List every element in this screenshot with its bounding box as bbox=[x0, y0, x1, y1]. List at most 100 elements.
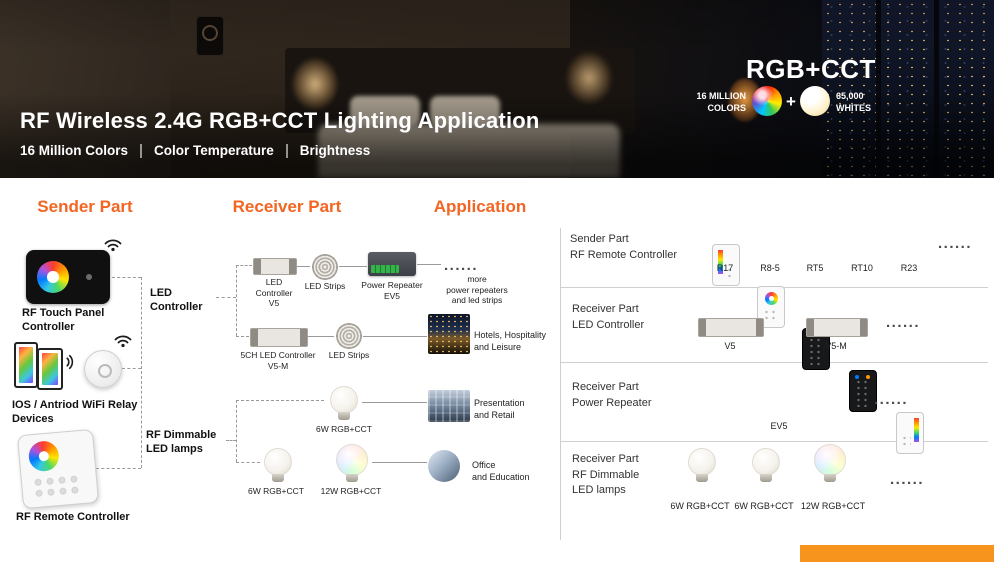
panel-bulb-6w-label: 6W RGB+CCT bbox=[670, 501, 730, 511]
connector-line bbox=[216, 297, 236, 298]
connector-line bbox=[112, 277, 141, 278]
controller-v5m-label: V5-M bbox=[825, 341, 847, 351]
hero-shade-overlay bbox=[0, 0, 994, 178]
ellipsis-dots: ...... bbox=[890, 471, 925, 488]
bulb-12w-label: 12W RGB+CCT bbox=[320, 486, 382, 496]
panel-separator bbox=[560, 362, 988, 363]
remote-buttons bbox=[726, 267, 734, 281]
controller-v5-label: V5 bbox=[724, 341, 736, 351]
column-header-sender: Sender Part bbox=[37, 197, 133, 216]
connector-line bbox=[372, 462, 427, 463]
white-ball-icon bbox=[800, 86, 830, 116]
bulb-globe bbox=[688, 448, 716, 476]
led-strip-coil-image bbox=[336, 323, 362, 349]
color-ball-icon bbox=[752, 86, 782, 116]
office-application-image bbox=[428, 450, 460, 482]
bulb-globe bbox=[330, 386, 358, 414]
panel-bulb-6w-label: 6W RGB+CCT bbox=[734, 501, 794, 511]
tablet-icon bbox=[37, 348, 63, 390]
bulb-base bbox=[824, 474, 836, 482]
ellipsis-dots: ...... bbox=[938, 235, 973, 252]
whites-count-label: 65,000 WHITES bbox=[836, 91, 894, 114]
panel-bulb-6w-image bbox=[688, 448, 716, 482]
rf-remote-label: RF Remote Controller bbox=[16, 511, 130, 523]
bulb-6w-label: 6W RGB+CCT bbox=[316, 424, 372, 434]
touch-panel-label: RF Touch Panel Controller bbox=[22, 307, 105, 334]
bulb-base bbox=[338, 412, 350, 420]
color-wheel-icon bbox=[27, 439, 61, 473]
panel-row1-name: RF Remote Controller bbox=[570, 249, 677, 261]
connector-line bbox=[363, 336, 427, 337]
color-wheel-icon bbox=[37, 261, 69, 293]
led-controller-v5m-image bbox=[250, 328, 308, 347]
connector-line bbox=[236, 265, 237, 336]
hotel-application-image bbox=[428, 314, 470, 354]
column-header-receiver: Receiver Part bbox=[232, 197, 342, 216]
remote-r17-image bbox=[712, 244, 740, 286]
panel-row3-name: Power Repeater bbox=[572, 397, 652, 409]
connector-line bbox=[417, 264, 441, 265]
feature-separator bbox=[285, 143, 288, 158]
remote-buttons bbox=[855, 379, 871, 407]
retail-application-label: Presentation and Retail bbox=[474, 398, 525, 420]
panel-button-dot bbox=[86, 274, 92, 280]
remote-r8-5-label: R8-5 bbox=[760, 263, 780, 273]
remote-rt10-label: RT10 bbox=[851, 263, 873, 273]
hero-banner: RGB+CCT 16 MILLION COLORS + 65,000 WHITE… bbox=[0, 0, 994, 178]
panel-separator bbox=[560, 441, 988, 442]
signal-arcs-icon bbox=[66, 354, 74, 370]
connector-line bbox=[122, 368, 141, 369]
v5m-label: 5CH LED Controller V5-M bbox=[240, 350, 316, 371]
led-strips-label: LED Strips bbox=[304, 281, 346, 291]
remote-r23-image bbox=[896, 412, 924, 454]
bulb-globe bbox=[752, 448, 780, 476]
rf-remote-image bbox=[16, 428, 100, 510]
bulb-6w-image bbox=[264, 448, 292, 482]
connector-line bbox=[236, 462, 260, 463]
panel-bulb-6w-image bbox=[752, 448, 780, 482]
connector-line bbox=[226, 440, 236, 441]
feature-colors: 16 Million Colors bbox=[20, 143, 129, 158]
bulb-base bbox=[760, 474, 772, 482]
bulb-6w-label: 6W RGB+CCT bbox=[248, 486, 304, 496]
wifi-relay-device-image bbox=[84, 350, 122, 388]
feature-brightness: Brightness bbox=[299, 143, 371, 158]
bulb-globe bbox=[264, 448, 292, 476]
v5-label: LED Controller V5 bbox=[255, 277, 293, 309]
wifi-relay-label: IOS / Antriod WiFi Relay Devices bbox=[12, 399, 138, 426]
color-strip bbox=[718, 250, 723, 274]
column-header-application: Application bbox=[433, 197, 527, 216]
remote-r23-label: R23 bbox=[900, 263, 918, 273]
remote-r17-label: R17 bbox=[716, 263, 734, 273]
connector-line bbox=[296, 266, 310, 267]
colors-count-line1: 16 MILLION bbox=[696, 91, 746, 101]
connector-line bbox=[236, 400, 237, 462]
connector-line bbox=[307, 336, 334, 337]
bulb-12w-image bbox=[336, 444, 368, 482]
connector-line bbox=[236, 336, 249, 337]
remote-rt5-label: RT5 bbox=[806, 263, 824, 273]
remote-buttons bbox=[808, 337, 824, 365]
bulb-globe bbox=[336, 444, 368, 476]
relay-hub-dot bbox=[98, 364, 112, 378]
remote-r8-5-image bbox=[757, 286, 785, 328]
panel-bulb-12w-image bbox=[814, 444, 846, 482]
wifi-icon bbox=[114, 335, 132, 348]
panel-row2-part: Receiver Part bbox=[572, 303, 639, 315]
feature-temperature: Color Temperature bbox=[154, 143, 274, 158]
connector-line bbox=[236, 265, 252, 266]
led-strip-coil-image bbox=[312, 254, 338, 280]
panel-border bbox=[560, 228, 561, 540]
color-dot bbox=[866, 375, 870, 379]
hotels-application-label: Hotels, Hospitality and Leisure bbox=[474, 330, 547, 352]
color-dot bbox=[855, 375, 859, 379]
feature-list: 16 Million Colors Color Temperature Brig… bbox=[20, 143, 370, 158]
bulb-globe bbox=[814, 444, 846, 476]
node-led-controller: LED Controller bbox=[150, 287, 203, 314]
colors-count-label: 16 MILLION COLORS bbox=[688, 91, 746, 114]
bulb-base bbox=[272, 474, 284, 482]
controller-v5m-image bbox=[806, 318, 868, 337]
connector-line bbox=[141, 277, 142, 468]
plus-sign: + bbox=[786, 92, 796, 111]
